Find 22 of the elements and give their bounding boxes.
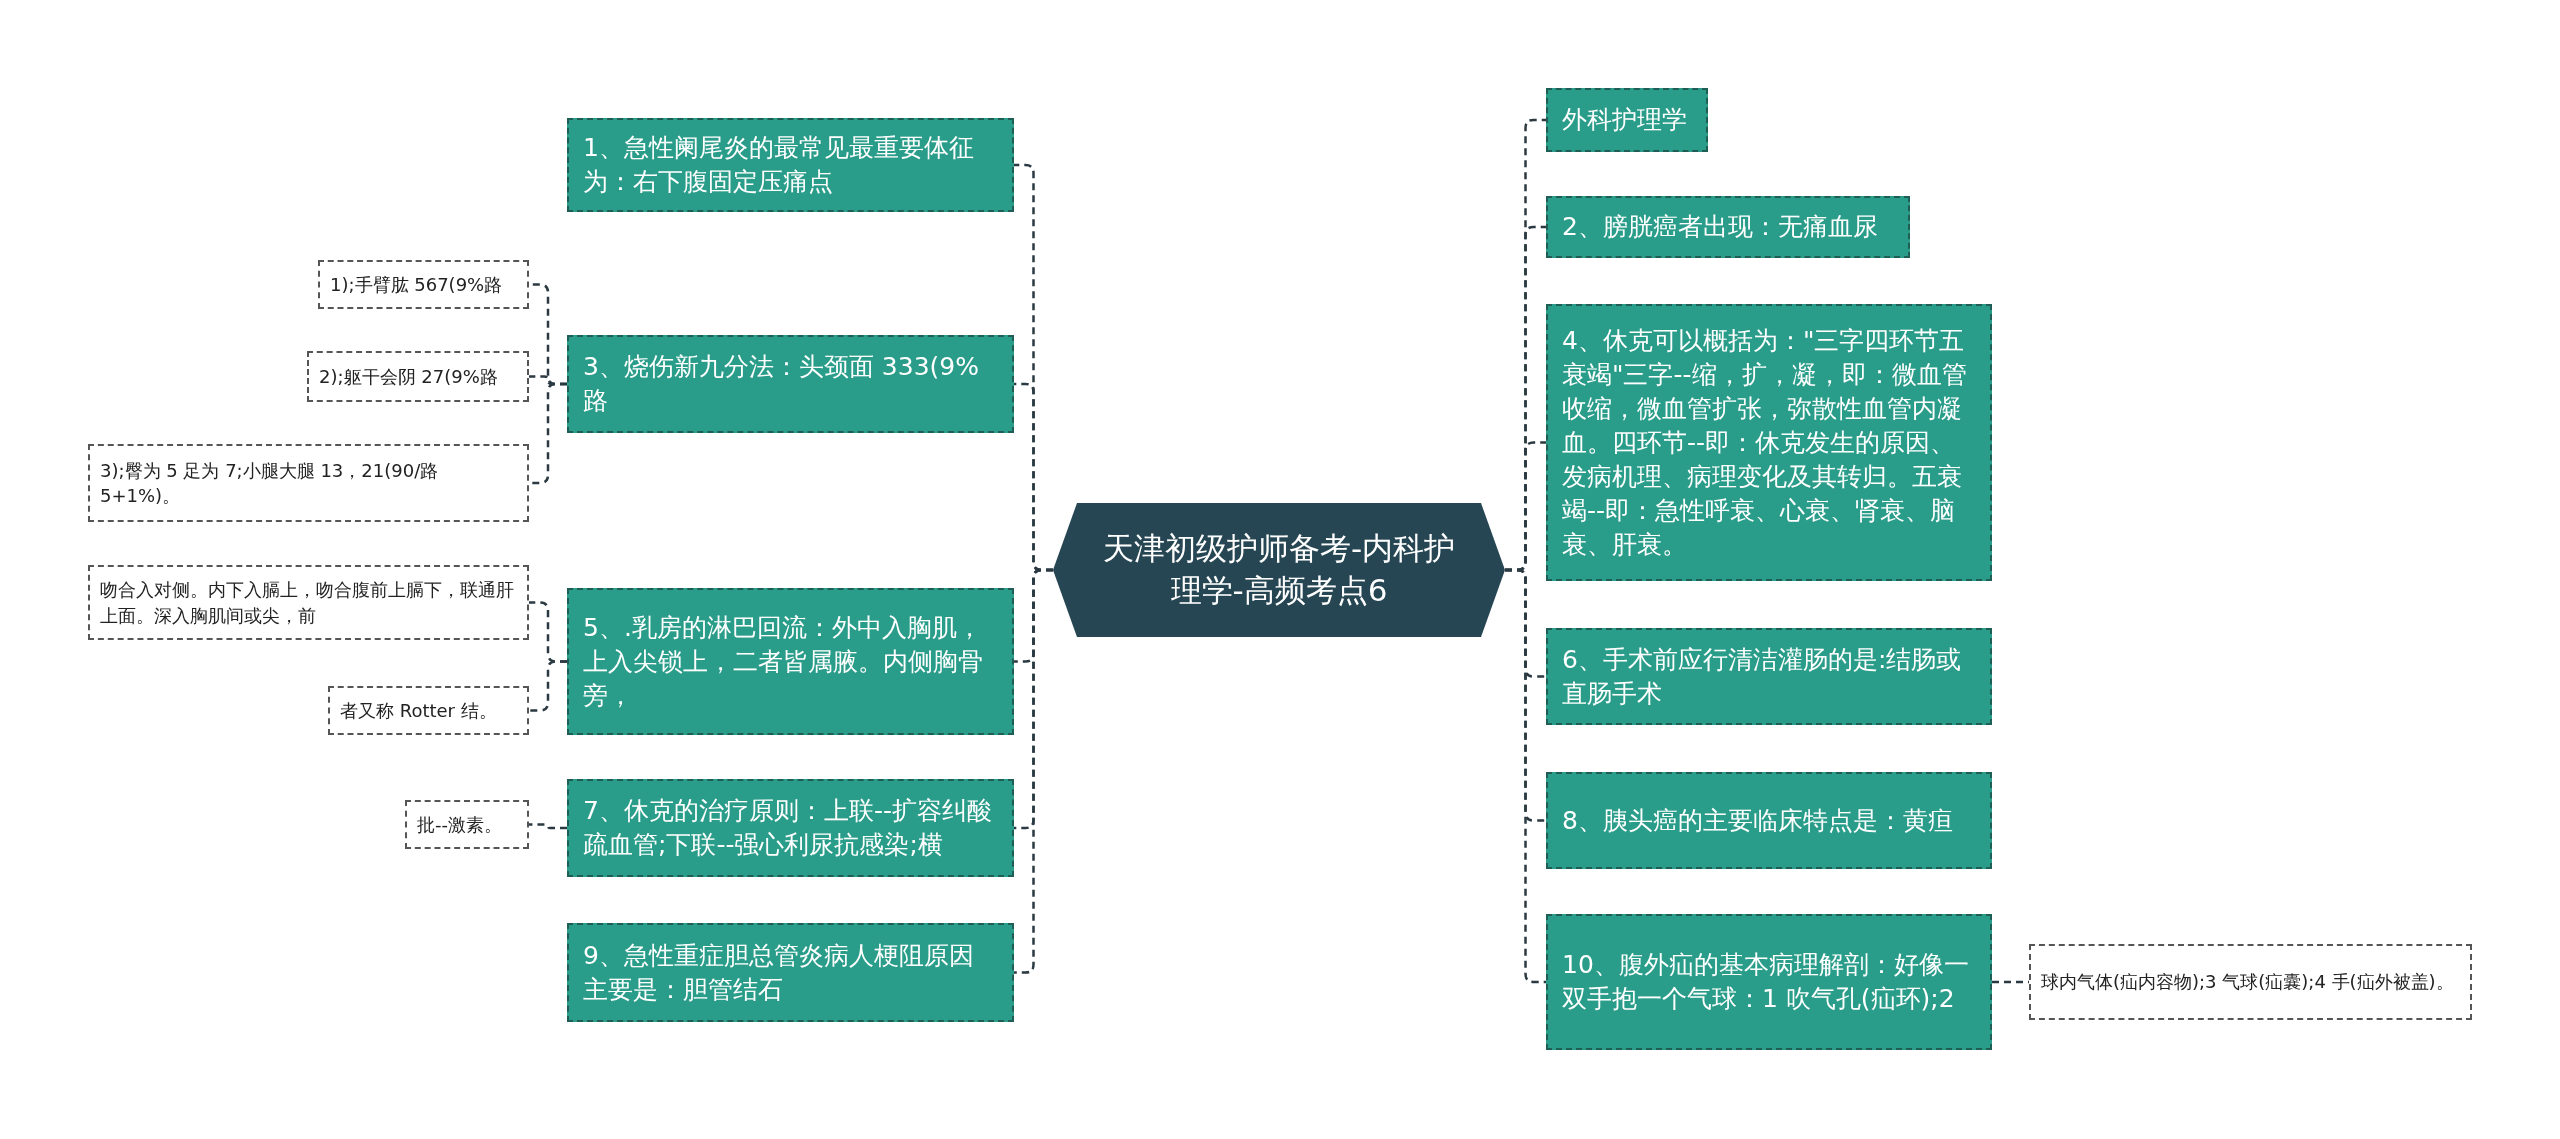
topic-box: 10、腹外疝的基本病理解剖：好像一双手抱一个气球：1 吹气孔(疝环);2 bbox=[1546, 914, 1992, 1050]
note-box: 3);臀为 5 足为 7;小腿大腿 13，21(90/路5+1%)。 bbox=[88, 444, 529, 522]
note-box: 批--激素。 bbox=[405, 800, 529, 849]
topic-box: 1、急性阑尾炎的最常见最重要体征为：右下腹固定压痛点 bbox=[567, 118, 1014, 212]
topic-box: 6、手术前应行清洁灌肠的是:结肠或直肠手术 bbox=[1546, 628, 1992, 725]
topic-box: 2、膀胱癌者出现：无痛血尿 bbox=[1546, 196, 1910, 258]
topic-box: 外科护理学 bbox=[1546, 88, 1708, 152]
connector-line bbox=[529, 660, 567, 712]
note-box: 2);躯干会阴 27(9%路 bbox=[307, 351, 529, 402]
note-box: 1);手臂肱 567(9%路 bbox=[318, 260, 529, 309]
topic-box: 5、.乳房的淋巴回流：外中入胸肌，上入尖锁上，二者皆属腋。内侧胸骨旁， bbox=[567, 588, 1014, 735]
topic-box: 9、急性重症胆总管炎病人梗阻原因主要是：胆管结石 bbox=[567, 923, 1014, 1022]
note-box: 吻合入对侧。内下入膈上，吻合腹前上膈下，联通肝上面。深入胸肌间或尖，前 bbox=[88, 565, 529, 640]
central-topic-hexagon: 天津初级护师备考-内科护理学-高频考点6 bbox=[1053, 503, 1505, 637]
topic-box: 4、休克可以概括为："三字四环节五衰竭"三字--缩，扩，凝，即：微血管收缩，微血管扩张，弥散性血管内凝血。四环节--即：休克发生的原因、发病机理、病理变化及其转归。五衰竭--即：急性呼衰、心衰、肾衰、脑衰、肝衰。 bbox=[1546, 304, 1992, 581]
topic-box: 7、休克的治疗原则：上联--扩容纠酸疏血管;下联--强心利尿抗感染;横 bbox=[567, 779, 1014, 877]
topic-box: 8、胰头癌的主要临床特点是：黄疸 bbox=[1546, 772, 1992, 869]
note-box: 球内气体(疝内容物);3 气球(疝囊);4 手(疝外被盖)。 bbox=[2029, 944, 2472, 1020]
connector-line bbox=[529, 823, 567, 830]
topic-box: 3、烧伤新九分法：头颈面 333(9%路 bbox=[567, 335, 1014, 433]
connector-line bbox=[529, 382, 567, 485]
note-box: 者又称 Rotter 结。 bbox=[328, 686, 529, 735]
